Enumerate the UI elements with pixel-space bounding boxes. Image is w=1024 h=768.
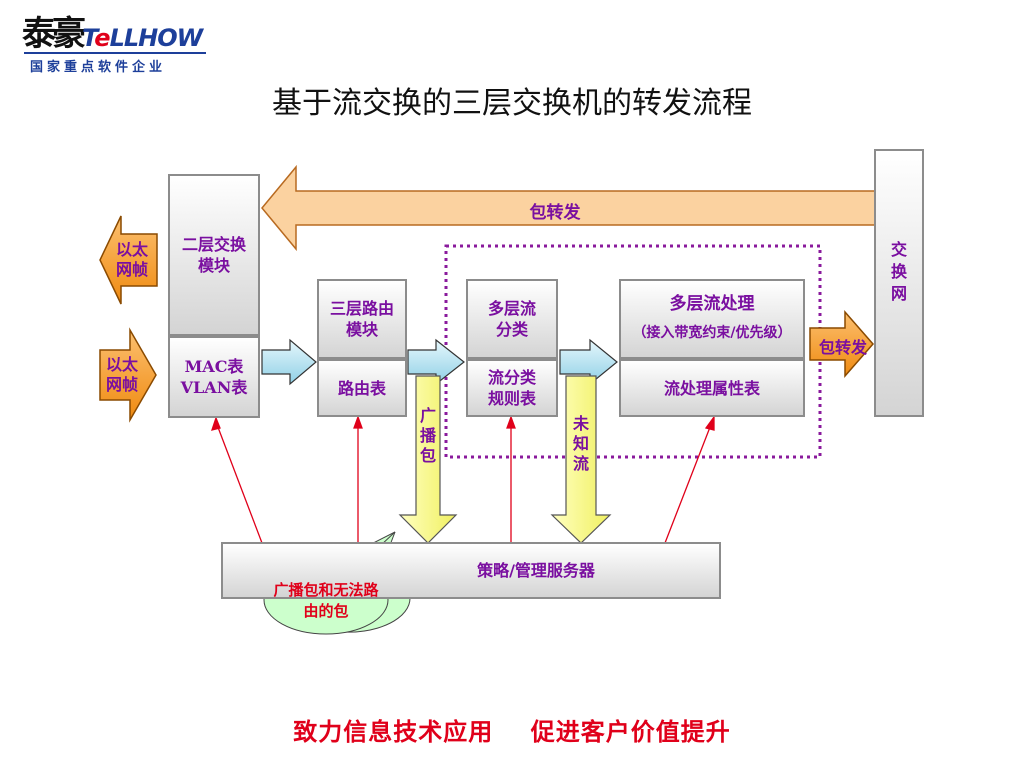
l2-switch-module: 二层交换模块 bbox=[168, 174, 260, 336]
multilayer-processing-note: （接入带宽约束/优先级） bbox=[632, 325, 792, 341]
flow-classify-rule-table: 流分类规则表 bbox=[466, 359, 558, 417]
mac-table-label: MAC表 bbox=[184, 357, 244, 376]
page-title: 基于流交换的三层交换机的转发流程 bbox=[272, 86, 752, 121]
packet-forward-top-arrow bbox=[261, 164, 877, 252]
logo-english: TeLLHOW bbox=[82, 24, 203, 52]
switch-fabric: 交换网 bbox=[874, 149, 924, 417]
callout-text: 广播包和无法路由的包 bbox=[273, 581, 379, 620]
broadcast-label: 广播包 bbox=[419, 406, 436, 465]
logo-chinese: 泰豪 bbox=[22, 14, 86, 54]
packet-forward-right-arrow bbox=[809, 310, 874, 378]
packet-forward-right-label: 包转发 bbox=[818, 338, 867, 357]
unknown-flow-down-arrow bbox=[550, 375, 612, 544]
broadcast-down-arrow bbox=[398, 375, 458, 544]
cyan-arrow-2 bbox=[407, 338, 465, 386]
unknown-flow-label: 未知流 bbox=[572, 414, 589, 473]
multilayer-processing-label: 多层流处理 bbox=[669, 294, 755, 314]
logo-divider bbox=[24, 52, 206, 54]
l3-routing-module: 三层路由模块 bbox=[317, 279, 407, 359]
eth-frame-in-arrow bbox=[99, 327, 157, 423]
eth-frame-out-arrow bbox=[99, 215, 158, 305]
eth-frame-out-label: 以太网帧 bbox=[115, 240, 148, 279]
flow-processing-attr-table: 流处理属性表 bbox=[619, 359, 805, 417]
vlan-table-label: VLAN表 bbox=[180, 378, 248, 397]
cyan-arrow-3 bbox=[559, 338, 618, 386]
routing-table: 路由表 bbox=[317, 359, 407, 417]
policy-management-server: 策略/管理服务器 bbox=[221, 542, 721, 599]
multilayer-flow-processing: 多层流处理 （接入带宽约束/优先级） bbox=[619, 279, 805, 359]
logo-subtitle: 国家重点软件企业 bbox=[30, 60, 167, 75]
eth-frame-in-label: 以太网帧 bbox=[105, 355, 138, 394]
cyan-arrow-1 bbox=[261, 338, 317, 386]
mac-vlan-table: MAC表 VLAN表 bbox=[168, 336, 260, 418]
packet-forward-top-label: 包转发 bbox=[529, 203, 581, 223]
multilayer-flow-classify: 多层流分类 bbox=[466, 279, 558, 359]
slogan: 致力信息技术应用 促进客户价值提升 bbox=[293, 717, 731, 746]
